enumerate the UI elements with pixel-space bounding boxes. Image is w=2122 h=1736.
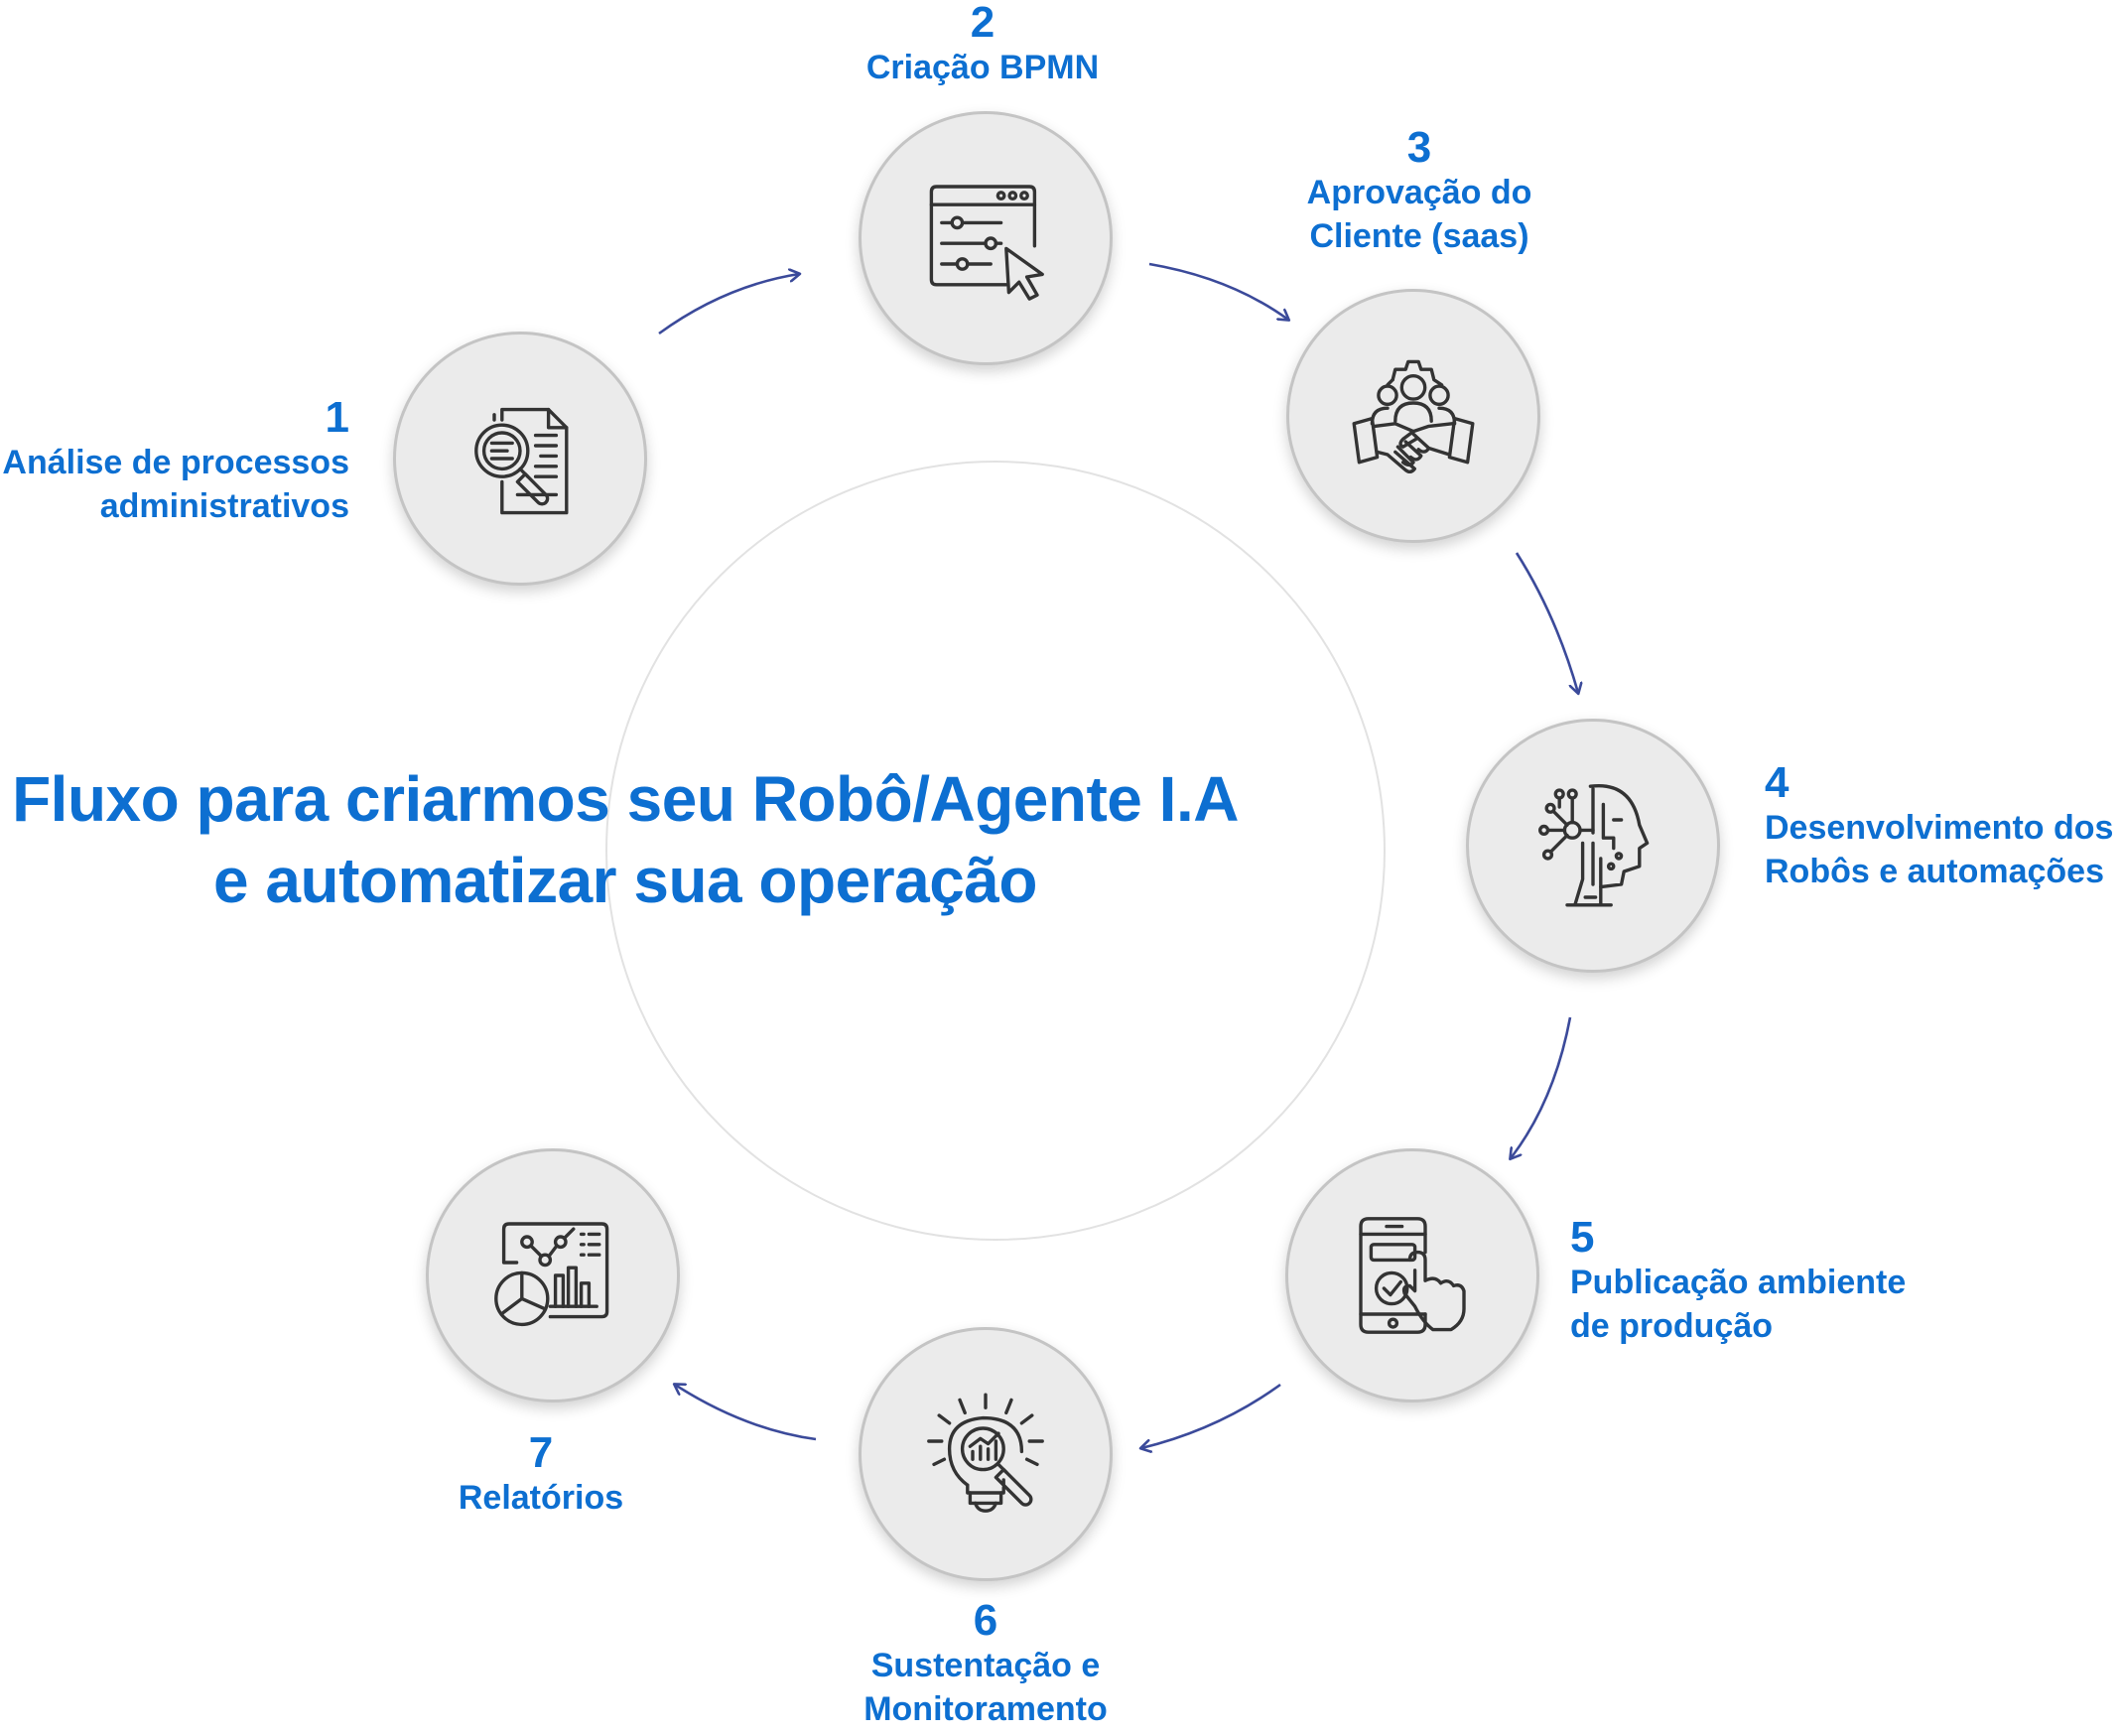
document-search-icon bbox=[474, 407, 569, 515]
step-2-number: 2 bbox=[970, 0, 995, 47]
step-7-node bbox=[426, 1148, 680, 1402]
step-3-text: Aprovação do Cliente (saas) bbox=[1306, 174, 1532, 256]
main-title: Fluxo para criarmos seu Robô/Agente I.A … bbox=[0, 759, 1251, 922]
step-4-number: 4 bbox=[1765, 758, 1790, 807]
ai-head-icon bbox=[1538, 783, 1650, 907]
step-6-label: 6 Sustentação e Monitoramento bbox=[787, 1596, 1184, 1732]
step-5-label: 5 Publicação ambiente de produção bbox=[1570, 1213, 1967, 1349]
arrow-3-to-4 bbox=[1515, 552, 1578, 693]
step-4-label: 4 Desenvolvimento dos Robôs e automações bbox=[1765, 758, 2122, 894]
step-5-number: 5 bbox=[1570, 1213, 1595, 1262]
step-4-text: Desenvolvimento dos Robôs e automações bbox=[1765, 809, 2114, 891]
step-5-text: Publicação ambiente de produção bbox=[1570, 1264, 1907, 1346]
step-3-label: 3 Aprovação do Cliente (saas) bbox=[1241, 123, 1598, 259]
step-3-number: 3 bbox=[1406, 123, 1432, 172]
arrow-2-to-3 bbox=[1148, 262, 1288, 320]
arrow-4-to-5 bbox=[1511, 1016, 1572, 1158]
main-title-line-2: e automatizar sua operação bbox=[213, 844, 1037, 916]
team-handshake-icon bbox=[1352, 359, 1475, 473]
step-7-label: 7 Relatórios bbox=[382, 1428, 700, 1520]
step-6-text: Sustentação e Monitoramento bbox=[863, 1647, 1108, 1729]
step-2-text: Criação BPMN bbox=[865, 49, 1100, 87]
mobile-touch-check-icon bbox=[1359, 1217, 1466, 1334]
step-7-number: 7 bbox=[528, 1428, 554, 1477]
step-4-node bbox=[1466, 719, 1720, 973]
step-6-node bbox=[859, 1327, 1113, 1581]
dashboard-report-icon bbox=[494, 1222, 609, 1327]
step-5-node bbox=[1285, 1148, 1539, 1402]
step-1-node bbox=[393, 332, 647, 586]
step-2-node bbox=[859, 111, 1113, 365]
inner-ring bbox=[605, 461, 1386, 1241]
step-2-label: 2 Criação BPMN bbox=[784, 0, 1181, 89]
step-3-node bbox=[1286, 289, 1540, 543]
arrow-1-to-2 bbox=[658, 274, 799, 335]
arrow-5-to-6 bbox=[1141, 1383, 1281, 1448]
step-7-text: Relatórios bbox=[458, 1479, 624, 1518]
step-6-number: 6 bbox=[973, 1596, 998, 1645]
arrow-6-to-7 bbox=[675, 1385, 817, 1441]
step-1-number: 1 bbox=[325, 393, 349, 442]
step-1-text: Análise de processos administrativos bbox=[2, 444, 349, 526]
lightbulb-analytics-icon bbox=[927, 1393, 1044, 1513]
main-title-line-1: Fluxo para criarmos seu Robô/Agente I.A bbox=[12, 763, 1239, 835]
step-1-label: 1 Análise de processos administrativos bbox=[0, 393, 349, 529]
browser-settings-cursor-icon bbox=[929, 185, 1044, 301]
